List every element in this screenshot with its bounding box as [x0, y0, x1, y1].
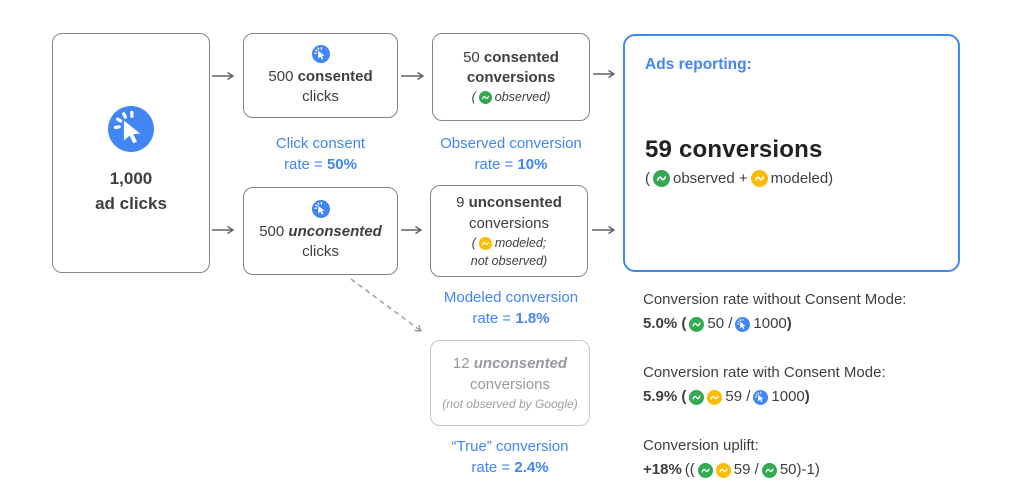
unconsented-conversions-box: 9 unconsented conversions ( modeled; not… [430, 185, 588, 277]
click-consent-rate-label: Click consent rate = 50% [243, 133, 398, 175]
label-line2: rate = 2.4% [471, 459, 549, 476]
stat-conversion-uplift: Conversion uplift: +18% (( 59 / 50)-1) [643, 435, 1013, 482]
conversion-stats: Conversion rate without Consent Mode: 5.… [643, 289, 1013, 501]
click-icon [735, 317, 750, 332]
ad-clicks-value: 1,000 [109, 169, 153, 188]
observed-conversion-icon [762, 463, 777, 478]
true-conversion-rate-label: “True” conversion rate = 2.4% [421, 436, 599, 478]
modeled-conversion-rate-label: Modeled conversion rate = 1.8% [421, 287, 601, 329]
stat-without-consent-mode: Conversion rate without Consent Mode: 5.… [643, 289, 1013, 336]
label-line1: Modeled conversion [443, 289, 579, 306]
observed-conversion-icon [689, 390, 704, 405]
dashed-arrow-hidden-conversions [350, 278, 423, 332]
stat-label: Conversion rate with Consent Mode: [643, 364, 886, 381]
label-line1: Click consent [275, 135, 366, 152]
stat-label: Conversion uplift: [643, 437, 759, 454]
unconsented-clicks-line2: clicks [302, 243, 339, 260]
emphasis: consented [297, 67, 373, 85]
consented-conversions-line1: 50 consented [463, 48, 559, 68]
click-icon [312, 200, 330, 218]
stat-with-consent-mode: Conversion rate with Consent Mode: 5.9% … [643, 362, 1013, 409]
unconsented-conversions-line1: 9 unconsented [456, 192, 562, 213]
label-line1: Observed conversion [440, 135, 582, 152]
label-line2: rate = 1.8% [472, 310, 550, 327]
unconsented-clicks-box: 500 unconsented clicks [243, 187, 398, 275]
observed-conversion-icon [653, 170, 670, 187]
ads-reporting-panel: Ads reporting: 59 conversions ( observed… [623, 34, 960, 272]
conversions-headline: 59 conversions [645, 136, 823, 163]
modeled-conversion-icon [751, 170, 768, 187]
label-line2: rate = 50% [284, 156, 357, 173]
consented-conversions-line2: conversions [466, 69, 556, 86]
consented-clicks-line1: 500 consented [268, 67, 372, 87]
count: 500 [268, 67, 298, 85]
modeled-conversion-icon [479, 237, 492, 250]
count: 12 [452, 355, 474, 372]
hidden-conversions-line2: conversions [469, 376, 551, 393]
modeled-conversion-icon [707, 390, 722, 405]
unconsented-clicks-line1: 500 unconsented [259, 222, 382, 242]
consented-clicks-box: 500 consented clicks [243, 33, 398, 118]
stat-label: Conversion rate without Consent Mode: [643, 291, 907, 308]
click-icon [312, 45, 330, 63]
observed-conversion-icon [689, 317, 704, 332]
emphasis: consented [483, 49, 559, 66]
consented-clicks-line2: clicks [302, 87, 339, 105]
ad-clicks-box: 1,000 ad clicks [52, 33, 210, 273]
ad-clicks-label: ad clicks [95, 194, 167, 213]
stat-value: +18% (( 59 / 50)-1) [643, 461, 820, 478]
consented-conversions-box: 50 consented conversions ( observed) [432, 33, 590, 121]
hidden-conversions-box: 12 unconsented conversions (not observed… [430, 340, 590, 426]
modeled-annotation-line1: ( modeled; [471, 236, 547, 250]
emphasis: unconsented [288, 223, 382, 240]
click-icon [753, 390, 768, 405]
observed-conversion-icon [479, 91, 492, 104]
ad-click-icon [108, 106, 154, 152]
modeled-annotation-line2: not observed) [470, 254, 548, 268]
count: 50 [463, 49, 484, 66]
count: 500 [259, 223, 289, 240]
hidden-conversions-line1: 12 unconsented [453, 353, 567, 374]
stat-value: 5.9% ( 59 / 1000) [643, 388, 810, 405]
conversions-breakdown: ( observed + modeled) [645, 170, 834, 187]
unconsented-conversions-line2: conversions [468, 215, 550, 232]
label-line1: “True” conversion [451, 438, 569, 455]
modeled-conversion-icon [716, 463, 731, 478]
observed-annotation: ( observed) [471, 90, 551, 104]
observed-conversion-rate-label: Observed conversion rate = 10% [421, 133, 601, 175]
label-line2: rate = 10% [474, 156, 548, 173]
observed-conversion-icon [698, 463, 713, 478]
hidden-annotation: (not observed by Google) [442, 397, 578, 411]
count: 9 [456, 194, 469, 211]
emphasis: unconsented [468, 194, 562, 211]
emphasis: unconsented [473, 355, 568, 372]
ads-reporting-title: Ads reporting: [645, 56, 752, 73]
stat-value: 5.0% ( 50 / 1000) [643, 315, 792, 332]
